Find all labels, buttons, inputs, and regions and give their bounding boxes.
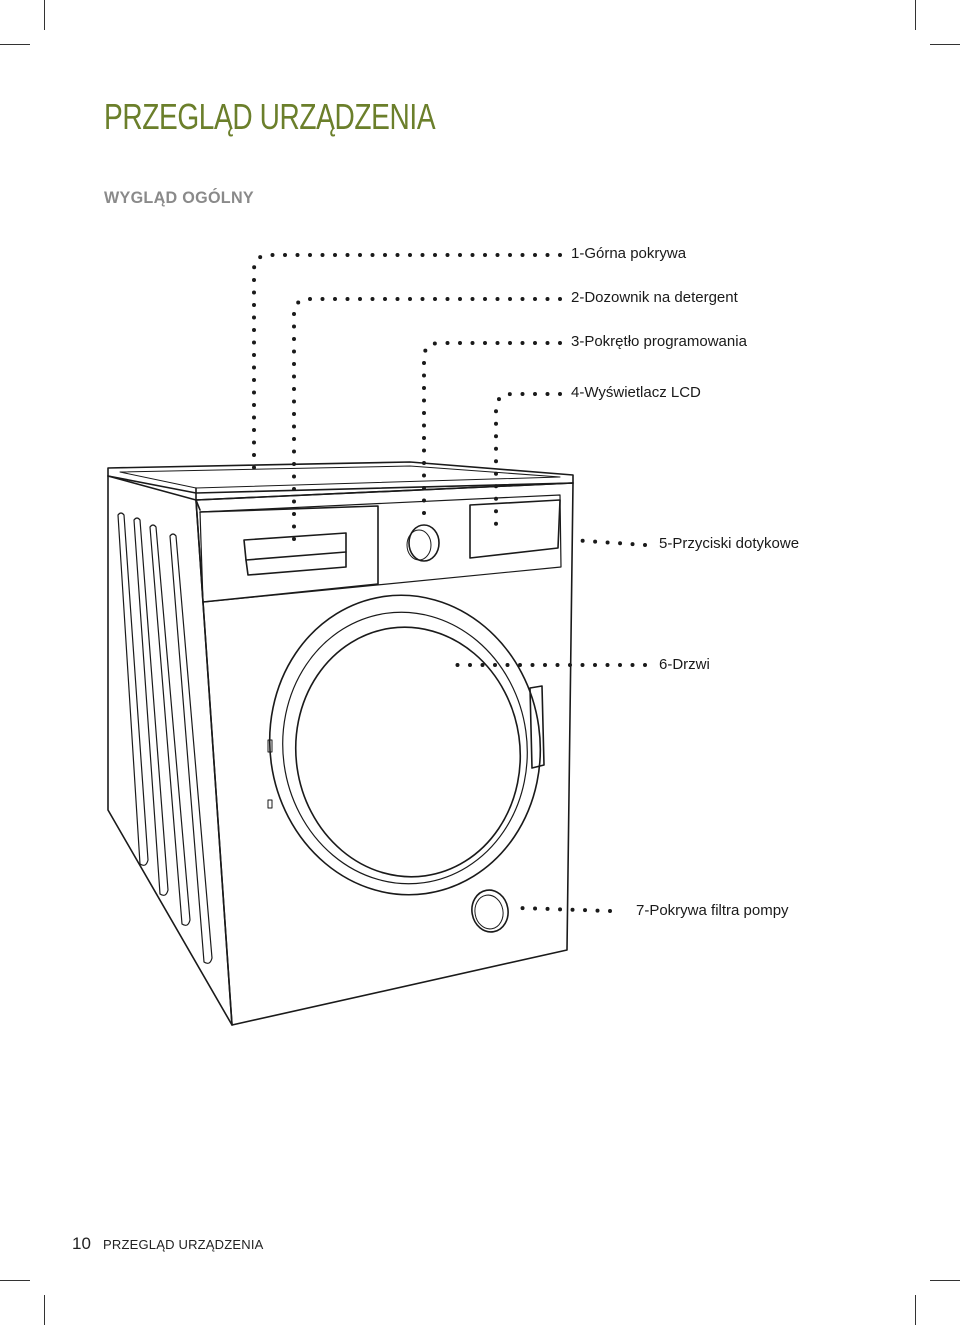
crop-mark-top-left-h bbox=[0, 44, 30, 45]
door-glass bbox=[294, 626, 522, 878]
crop-mark-bottom-right-h bbox=[930, 1280, 960, 1281]
crop-mark-bottom-left-v bbox=[44, 1295, 45, 1325]
filter-cover bbox=[471, 889, 509, 933]
page-number: 10 bbox=[72, 1234, 91, 1253]
door-outer-ring bbox=[268, 594, 542, 896]
label-program-knob: 3-Pokrętło programowania bbox=[571, 333, 747, 350]
crop-mark-bottom-right-v bbox=[915, 1295, 916, 1325]
footer-section-title: PRZEGLĄD URZĄDZENIA bbox=[103, 1237, 264, 1252]
control-panel bbox=[199, 494, 562, 603]
lcd-display bbox=[469, 499, 561, 559]
top-cover-outline bbox=[107, 461, 574, 494]
crop-mark-top-right-v bbox=[915, 0, 916, 30]
label-detergent-dispenser: 2-Dozownik na detergent bbox=[571, 289, 738, 306]
program-knob bbox=[408, 524, 440, 562]
section-subtitle: WYGLĄD OGÓLNY bbox=[104, 188, 254, 207]
leader-line-2 bbox=[292, 297, 562, 542]
front-face-outline bbox=[195, 482, 574, 1026]
label-door: 6-Drzwi bbox=[659, 656, 710, 673]
crop-mark-bottom-left-h bbox=[0, 1280, 30, 1281]
crop-mark-top-right-h bbox=[930, 44, 960, 45]
leader-line-1 bbox=[252, 253, 562, 472]
label-pump-filter-cover: 7-Pokrywa filtra pompy bbox=[636, 902, 789, 919]
label-touch-buttons: 5-Przyciski dotykowe bbox=[659, 535, 800, 552]
label-lcd-display: 4-Wyświetlacz LCD bbox=[571, 384, 701, 401]
leader-line-5 bbox=[570, 538, 647, 547]
crop-mark-top-left-v bbox=[44, 0, 45, 30]
label-top-cover: 1-Górna pokrywa bbox=[571, 245, 687, 262]
side-face-outline bbox=[107, 475, 233, 1026]
page-title: PRZEGLĄD URZĄDZENIA bbox=[104, 96, 436, 137]
detergent-drawer bbox=[243, 532, 347, 561]
leader-line-4 bbox=[494, 392, 562, 537]
leader-line-7 bbox=[518, 906, 612, 913]
door-handle bbox=[529, 685, 545, 769]
